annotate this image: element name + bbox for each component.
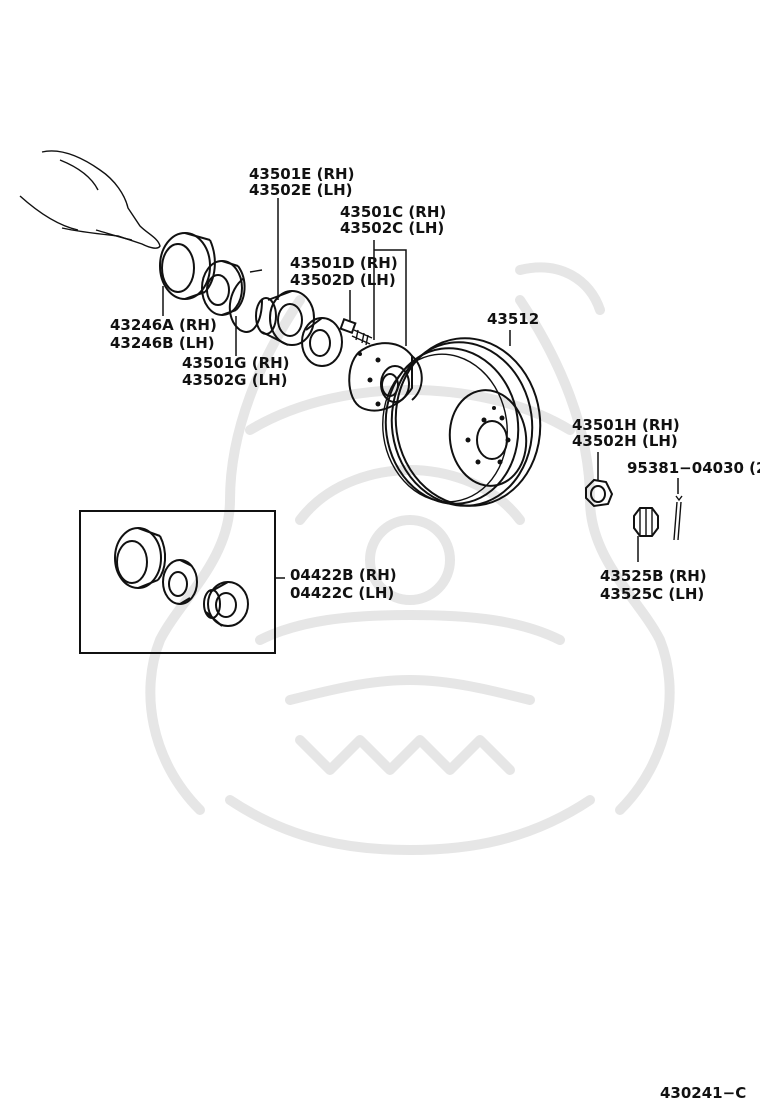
watermark-emblem (145, 262, 675, 855)
figure-code: 430241−C (660, 1084, 746, 1102)
label-43502D: 43502D (LH) (290, 271, 396, 289)
label-43525C: 43525C (LH) (600, 585, 704, 603)
label-04422B: 04422B (RH) (290, 566, 397, 584)
hand-pointer-icon (19, 150, 161, 249)
label-43501D: 43501D (RH) (290, 254, 398, 272)
label-43502H: 43502H (LH) (572, 432, 678, 450)
label-43502G: 43502G (LH) (182, 371, 288, 389)
label-04422C: 04422C (LH) (290, 584, 394, 602)
label-43512: 43512 (487, 310, 539, 328)
nut-lock-cap-part (633, 507, 659, 537)
cotter-pin-part (673, 495, 683, 541)
hub-nut-part (585, 478, 614, 508)
disc-rotor-part (382, 337, 542, 507)
wheel-bearing-part (255, 290, 315, 346)
label-43501E: 43501E (RH) (249, 165, 354, 183)
label-95381: 95381−04030 (2) (627, 459, 760, 477)
bearing-race-part (201, 260, 246, 316)
label-43525B: 43525B (RH) (600, 567, 707, 585)
label-43246B: 43246B (LH) (110, 334, 215, 352)
snap-ring-part (228, 269, 263, 333)
label-43502C: 43502C (LH) (340, 219, 444, 237)
label-43501C: 43501C (RH) (340, 203, 446, 221)
bearing-kit-box (79, 510, 276, 654)
label-43501H: 43501H (RH) (572, 416, 680, 434)
hub-bolt-part (339, 317, 373, 346)
label-43501G: 43501G (RH) (182, 354, 290, 372)
label-43246A: 43246A (RH) (110, 316, 217, 334)
label-43502E: 43502E (LH) (249, 181, 352, 199)
leader-lines (162, 198, 679, 579)
outer-bearing-part (301, 317, 343, 367)
